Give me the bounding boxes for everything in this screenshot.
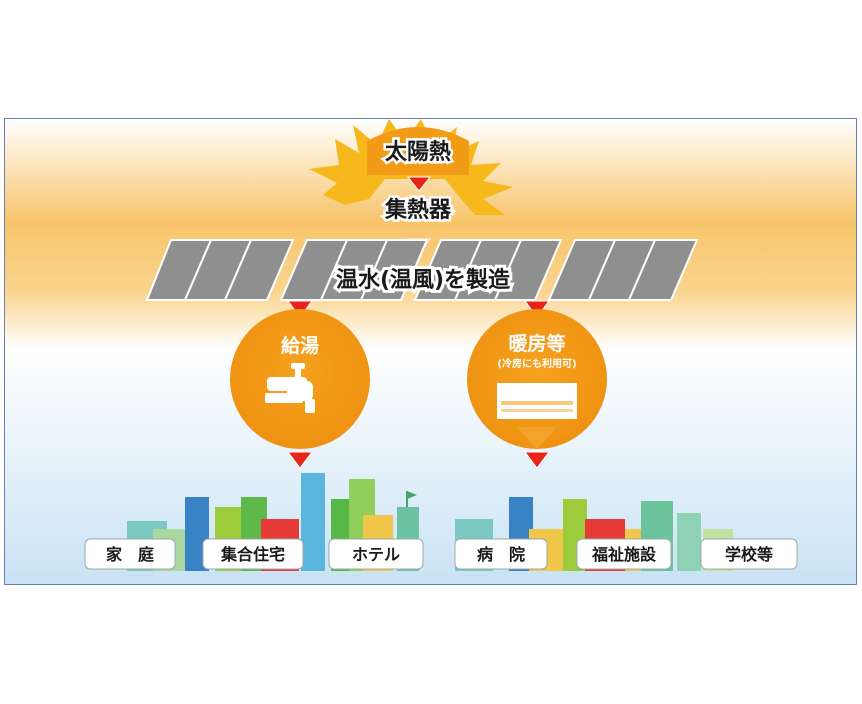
arrow-heating-to-buildings bbox=[524, 451, 550, 469]
facility-label-1-text: 集合住宅 bbox=[220, 545, 285, 564]
facility-label-5: 学校等 bbox=[700, 538, 798, 570]
collector-label: 集熱器 bbox=[384, 197, 452, 223]
facility-label-0-text: 家 庭 bbox=[106, 545, 154, 564]
facility-label-4: 福祉施設 bbox=[576, 538, 672, 570]
facility-label-5-text: 学校等 bbox=[725, 545, 773, 564]
arrow-hotwater-to-buildings bbox=[287, 451, 313, 469]
hotwater-label: 給湯 bbox=[281, 334, 319, 357]
solar-heat-diagram: 太陽熱 集熱器 温水(温風)を製造 給湯 bbox=[5, 119, 856, 584]
heating-note: (冷房にも利用可) bbox=[497, 357, 576, 370]
facility-label-0: 家 庭 bbox=[84, 538, 176, 570]
faucet-icon bbox=[265, 363, 315, 413]
hotwater-node: 給湯 bbox=[230, 309, 370, 449]
facility-label-2-text: ホテル bbox=[352, 545, 400, 564]
heating-label: 暖房等 bbox=[508, 332, 565, 355]
heating-node: 暖房等 (冷房にも利用可) bbox=[467, 309, 607, 449]
process-label: 温水(温風)を製造 bbox=[336, 267, 510, 293]
facility-label-3-text: 病 院 bbox=[477, 545, 525, 564]
diagram-frame: 太陽熱 集熱器 温水(温風)を製造 給湯 bbox=[4, 118, 857, 585]
facility-label-2: ホテル bbox=[328, 538, 424, 570]
sun-icon bbox=[309, 119, 513, 215]
solar-panels bbox=[145, 239, 699, 301]
facility-label-4-text: 福祉施設 bbox=[591, 545, 657, 564]
arrow-source-to-collector bbox=[406, 176, 432, 192]
air-conditioner-icon bbox=[497, 383, 577, 449]
facility-label-3: 病 院 bbox=[454, 538, 548, 570]
source-label: 太陽熱 bbox=[385, 139, 451, 165]
facility-label-1: 集合住宅 bbox=[202, 538, 304, 570]
